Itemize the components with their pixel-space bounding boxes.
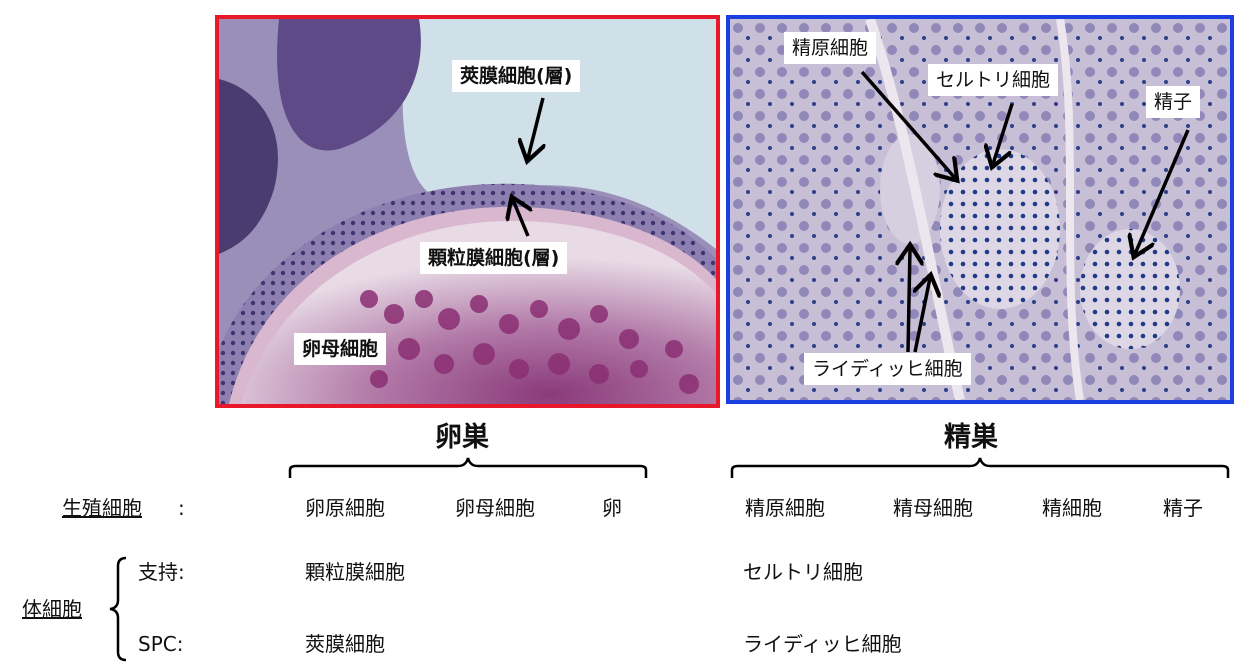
label-sperm: 精子 [1146, 86, 1201, 118]
ovary-brace [288, 457, 648, 478]
testis-germ-1: 精原細胞 [745, 496, 825, 520]
ovary-germ-3: 卵 [602, 496, 622, 520]
ovary-title: 卵巣 [435, 422, 489, 453]
label-theca-cell: 莢膜細胞(層) [452, 60, 581, 92]
label-granulosa-cell: 顆粒膜細胞(層) [420, 242, 568, 274]
germ-cell-colon: : [178, 496, 185, 520]
ovary-support-cell: 顆粒膜細胞 [305, 560, 405, 584]
label-oocyte: 卵母細胞 [294, 333, 387, 365]
testis-spc-cell: ライディッヒ細胞 [743, 632, 902, 656]
spc-label: SPC: [138, 632, 184, 656]
label-spermatogonia: 精原細胞 [784, 32, 877, 64]
ovary-spc-cell: 莢膜細胞 [305, 632, 385, 656]
support-label: 支持: [138, 560, 185, 584]
testis-germ-2: 精母細胞 [893, 496, 973, 520]
testis-title: 精巣 [944, 422, 998, 453]
testis-germ-4: 精子 [1163, 496, 1203, 520]
ovary-germ-1: 卵原細胞 [305, 496, 385, 520]
testis-support-cell: セルトリ細胞 [743, 560, 863, 584]
label-leydig-cell: ライディッヒ細胞 [804, 353, 971, 385]
testis-germ-3: 精細胞 [1042, 496, 1102, 520]
germ-cell-label: 生殖細胞 [62, 496, 142, 520]
label-sertoli-cell: セルトリ細胞 [928, 64, 1059, 96]
somatic-cell-label: 体細胞 [22, 597, 82, 621]
testis-brace [730, 457, 1230, 478]
ovary-germ-2: 卵母細胞 [455, 496, 535, 520]
somatic-brace [109, 556, 127, 662]
